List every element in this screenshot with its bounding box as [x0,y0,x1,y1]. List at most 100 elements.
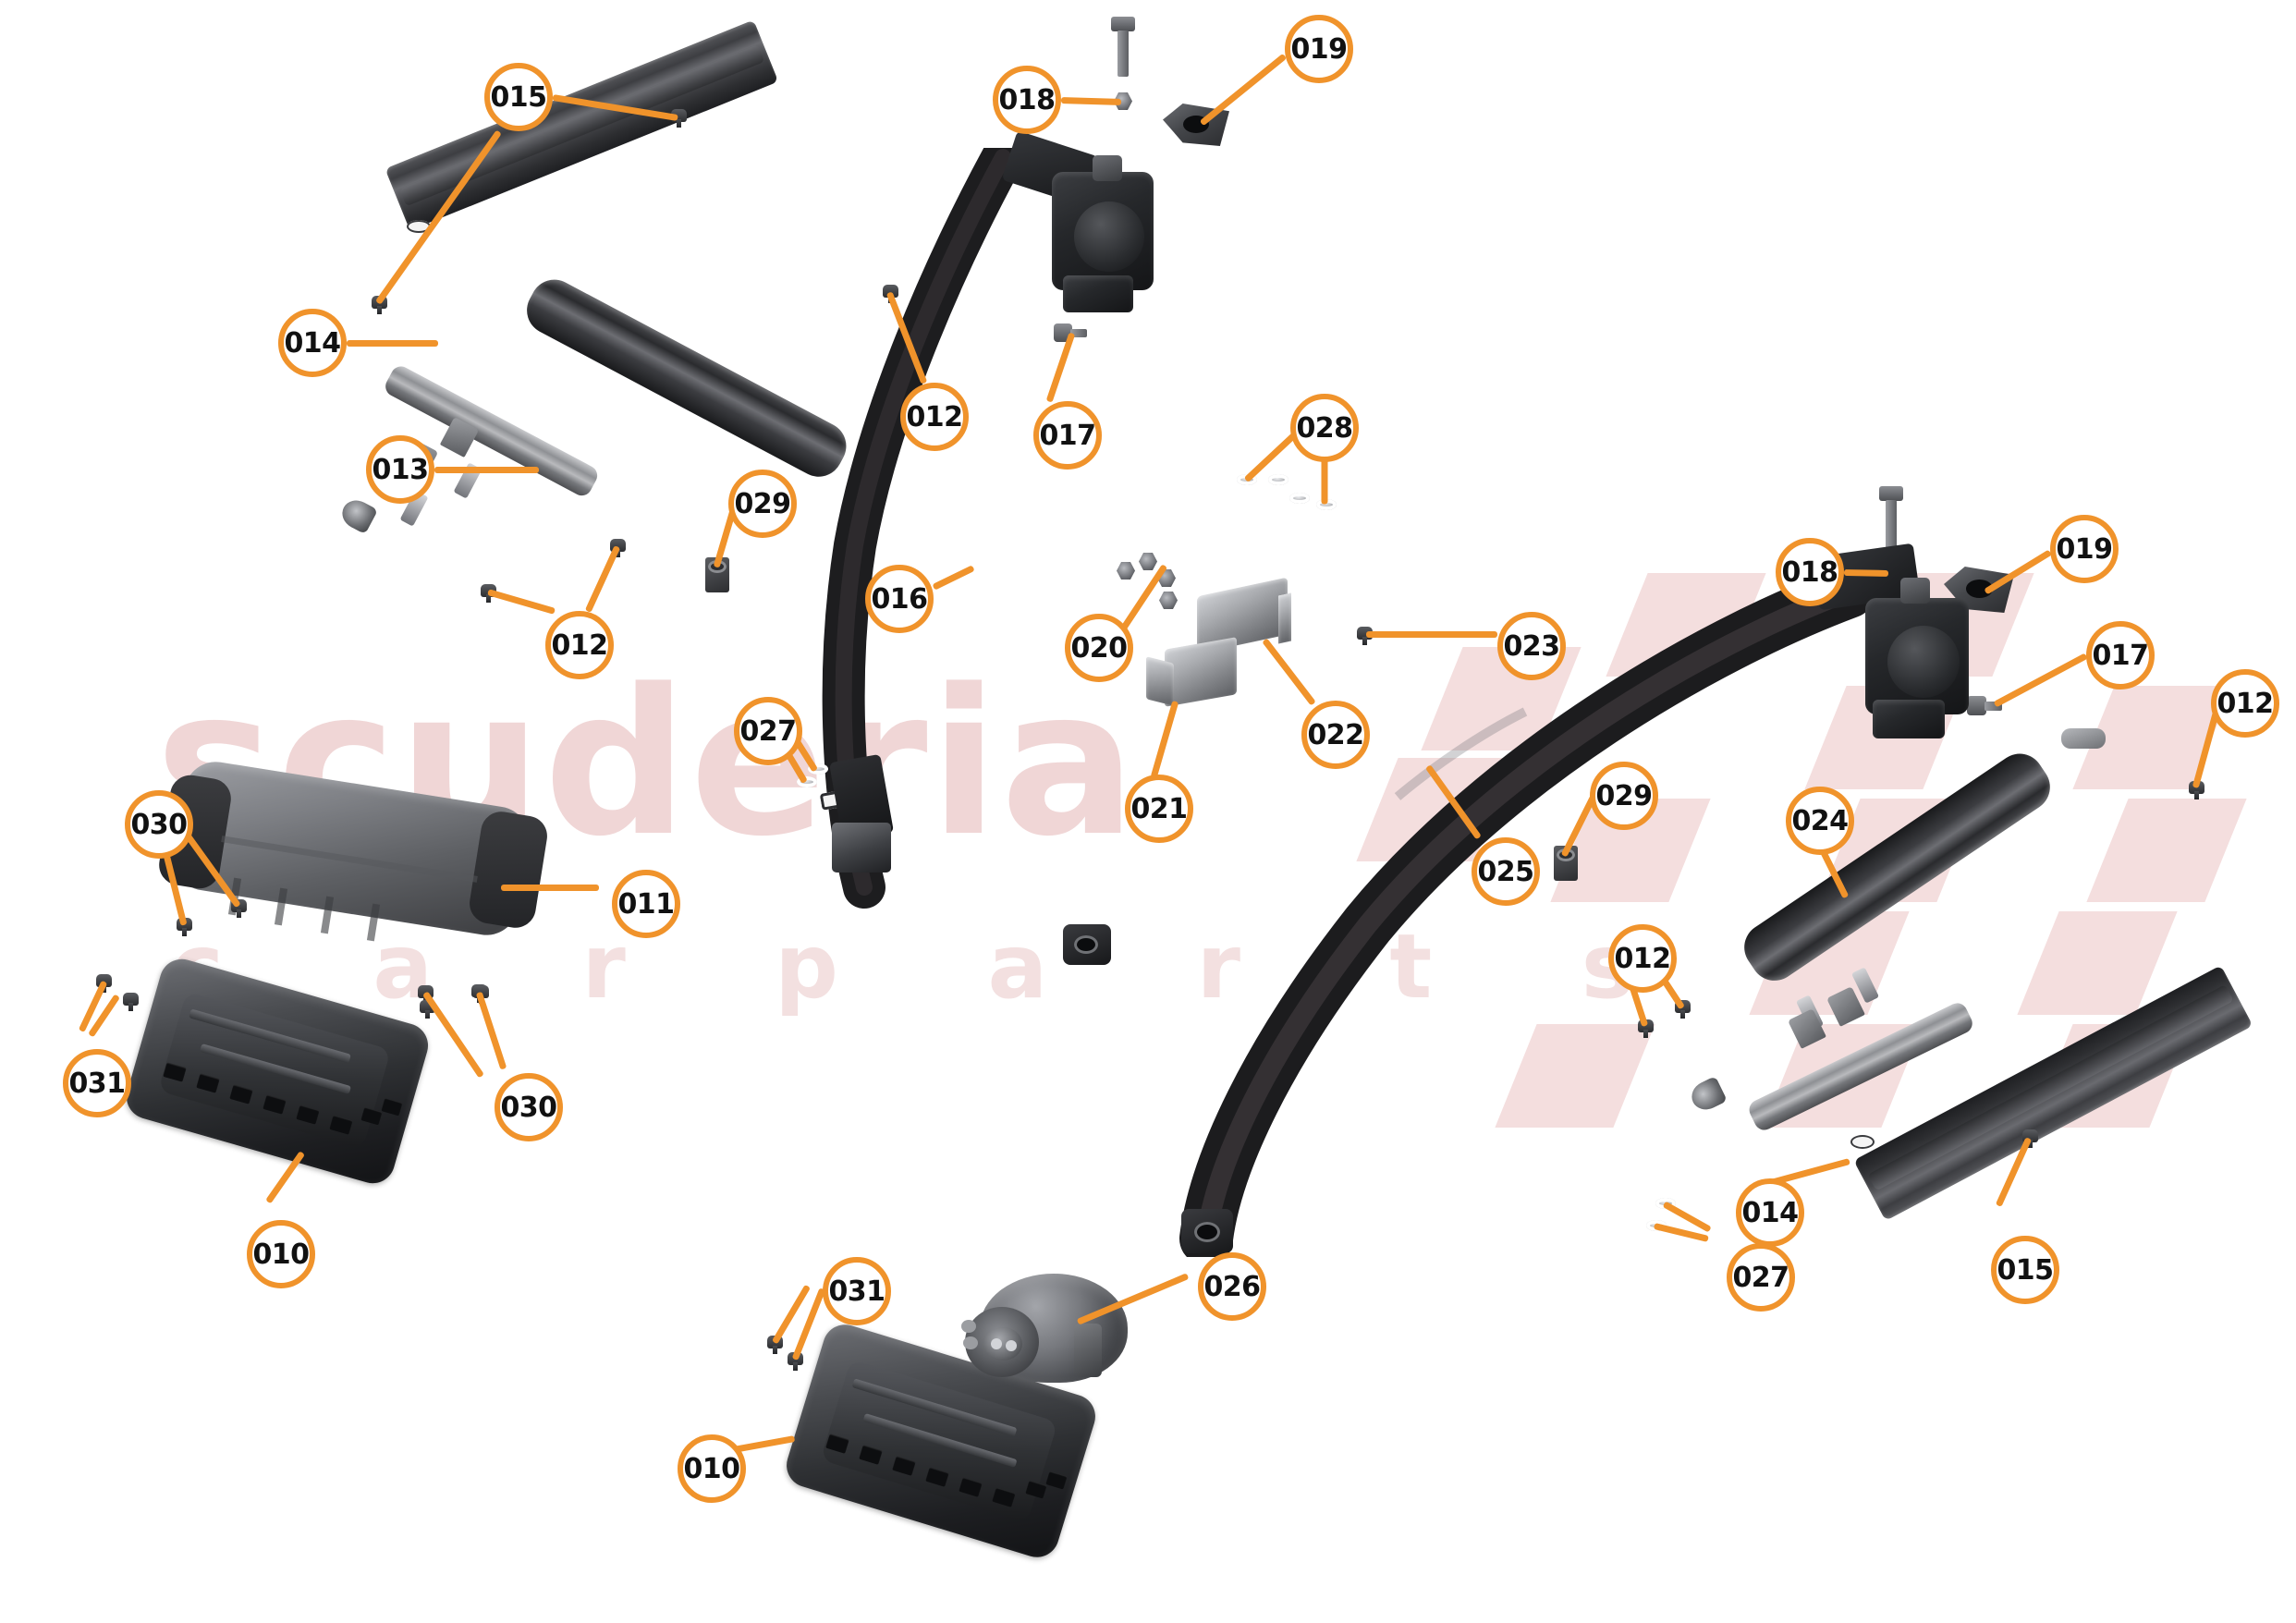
part-nut-left-retractor[interactable] [1114,92,1132,110]
callout-label: 029 [1595,779,1653,812]
callout-label: 012 [2217,687,2274,720]
callout-label: 027 [1732,1261,1789,1294]
callout-010-airbag-module-left[interactable]: 010 [247,1220,315,1288]
callout-014-right-rollbar-trim-cover[interactable]: 014 [1736,1178,1804,1247]
callout-018-nut-right-retractor[interactable]: 018 [1776,538,1844,606]
callout-label: 014 [284,326,341,360]
callout-016-left-seat-belt-assembly[interactable]: 016 [865,565,934,633]
callout-026-airbag-inflator[interactable]: 026 [1198,1252,1266,1321]
callout-013-left-rollbar-tube[interactable]: 013 [366,435,434,504]
leader-line-c023 [1366,630,1497,638]
callout-label: 023 [1503,629,1560,663]
callout-label: 017 [1039,419,1096,452]
callout-015-screw-upper-left-trim[interactable]: 015 [484,63,553,131]
callout-027-bolts-left-belt-anchor[interactable]: 027 [734,697,802,765]
callout-label: 012 [906,400,963,433]
callout-label: 028 [1296,411,1353,445]
part-bolt-right-top[interactable] [1877,486,1905,549]
callout-label: 021 [1130,792,1188,825]
callout-028-washers[interactable]: 028 [1290,394,1359,462]
part-bolt-left-top[interactable] [1109,17,1137,78]
part-screw-airbag-module-l2[interactable] [123,993,139,1011]
callout-label: 010 [683,1452,740,1485]
part-nut-center-2[interactable] [1139,553,1157,570]
leader-line-c017b [1993,652,2088,708]
part-nut-center-4[interactable] [1159,592,1178,609]
callout-label: 015 [1997,1253,2054,1287]
leader-line-c018a [1060,96,1122,105]
callout-031-screws-airbag-module-right[interactable]: 031 [823,1257,891,1325]
leader-line-c014a [347,339,438,347]
callout-012-screw-left-rollbar[interactable]: 012 [900,383,969,451]
part-left-belt-buckle-end [1054,915,1128,980]
callout-label: 012 [551,628,608,662]
callout-012-screw-right-upper[interactable]: 012 [2211,669,2279,738]
leader-line-c018b [1843,568,1889,577]
callout-label: 011 [617,887,675,921]
part-airbag-module-left [121,954,444,1202]
callout-011-headrest-airbag-module[interactable]: 011 [612,870,680,938]
callout-label: 024 [1791,804,1849,837]
callout-017-bolt-left-retractor-mount[interactable]: 017 [1033,401,1102,470]
callout-label: 012 [1614,942,1671,975]
part-washer-3[interactable] [1289,493,1310,504]
callout-label: 026 [1203,1270,1261,1303]
callout-015-screw-right-trim[interactable]: 015 [1991,1236,2059,1304]
leader-line-c013 [434,466,539,473]
part-bracket-upper-center [1197,577,1299,659]
callout-label: 017 [2092,639,2149,672]
callout-label: 022 [1307,718,1364,751]
part-right-rollbar-trim-cover [1812,924,2253,1221]
part-nut-center-1[interactable] [1117,562,1135,580]
callout-label: 016 [871,582,928,616]
callout-label: 031 [68,1067,126,1100]
callout-label: 013 [372,453,429,486]
callout-023-screw-center-right[interactable]: 023 [1497,612,1566,680]
part-washer-2[interactable] [1268,474,1288,485]
callout-label: 019 [1290,32,1348,66]
callout-024-right-rollbar-tube[interactable]: 024 [1786,787,1854,855]
part-bolt-right-retractor-mount[interactable] [1967,693,2002,719]
leader-line-c019a [1199,53,1288,126]
callout-031-screws-airbag-module-left[interactable]: 031 [63,1049,131,1117]
part-headrest-airbag-module [156,757,553,952]
callout-label: 025 [1477,855,1534,888]
callout-029-clip-right[interactable]: 029 [1590,762,1658,830]
callout-014-left-rollbar-trim-cover[interactable]: 014 [278,309,347,377]
leader-line-c011 [501,884,599,891]
callout-label: 020 [1070,631,1128,665]
callout-017-bolt-right-retractor-mount[interactable]: 017 [2086,621,2155,689]
leader-line-c030b [475,990,507,1070]
part-bracket-lower-center [1146,637,1246,721]
callout-label: 019 [2056,532,2113,566]
callout-label: 029 [734,487,791,520]
callout-label: 014 [1741,1196,1799,1229]
callout-012-screw-left-rollbar-lower[interactable]: 012 [545,611,614,679]
callout-019-belt-guide-d-ring-left[interactable]: 019 [1285,15,1353,83]
callout-021-bracket-lower-center[interactable]: 021 [1125,775,1193,843]
callout-label: 018 [998,83,1056,116]
callout-label: 030 [500,1091,557,1124]
callout-label: 030 [130,808,188,841]
part-left-belt-anchor [813,753,934,906]
part-clip-left[interactable] [705,557,729,592]
callout-label: 031 [828,1275,885,1308]
callout-020-nuts-center[interactable]: 020 [1065,614,1133,682]
callout-030-screws-headrest-airbag-right[interactable]: 030 [495,1073,563,1141]
callout-label: 027 [739,714,797,748]
callout-010-airbag-module-right[interactable]: 010 [678,1434,746,1503]
callout-label: 015 [490,80,547,114]
callout-030-screws-headrest-airbag-left[interactable]: 030 [125,790,193,859]
callout-018-nut-upper-left-retractor[interactable]: 018 [993,66,1061,134]
callout-025-right-seat-belt-assembly[interactable]: 025 [1472,837,1540,906]
callout-012-screws-right-rollbar[interactable]: 012 [1608,924,1677,993]
part-right-belt-buckle-end [1174,1202,1253,1272]
callout-label: 018 [1781,555,1838,589]
part-airbag-inflator [959,1268,1135,1397]
part-left-retractor-assembly [1001,130,1183,322]
callout-019-belt-guide-d-ring-right[interactable]: 019 [2050,515,2119,583]
callout-022-bracket-upper-center[interactable]: 022 [1301,701,1370,769]
callout-027-bolts-right-belt-anchor[interactable]: 027 [1727,1243,1795,1312]
callout-029-clip-left[interactable]: 029 [728,470,797,538]
